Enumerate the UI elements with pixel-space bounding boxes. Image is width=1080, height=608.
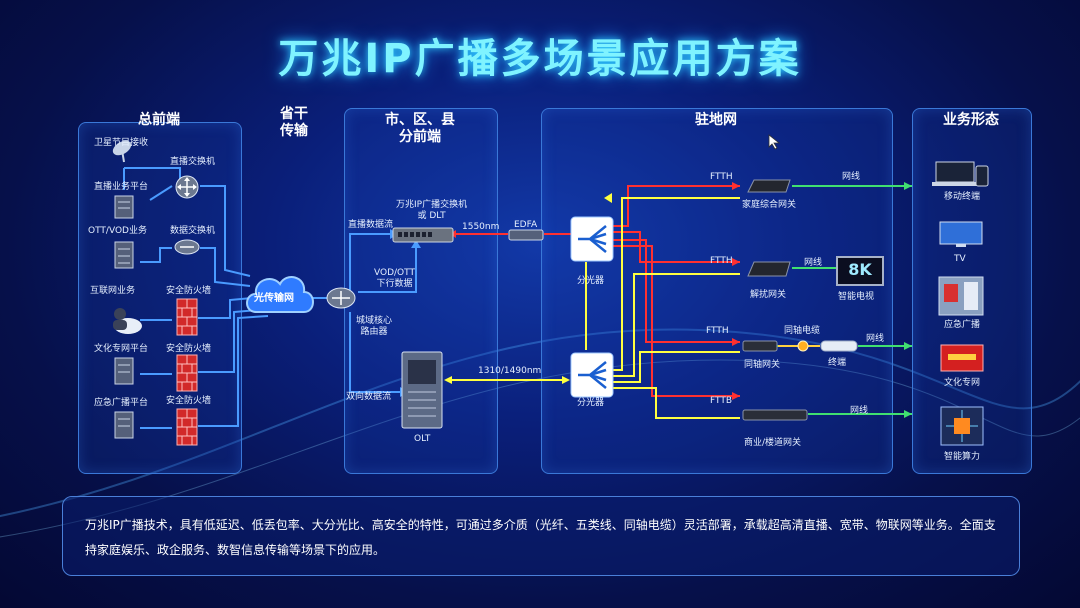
label-net-4: 网线 (850, 406, 868, 417)
emergency-broadcast-icon (938, 276, 984, 316)
label-data-switch: 数据交换机 (170, 226, 215, 237)
server-icon (112, 240, 140, 270)
ip-broadcast-switch-icon (392, 226, 454, 244)
label-emergency-platform: 应急广播平台 (94, 398, 148, 409)
label-coax-cable: 同轴电缆 (784, 326, 820, 337)
label-decoder-gateway: 解扰网关 (750, 290, 786, 301)
mouse-cursor-icon (768, 134, 782, 150)
label-ott: OTT/VOD业务 (88, 226, 147, 237)
label-ftth-1: FTTH (710, 172, 733, 183)
label-service-mobile: 移动终端 (944, 192, 980, 203)
description-text: 万兆IP广播技术，具有低延迟、低丢包率、大分光比、高安全的特性，可通过多介质（光… (85, 513, 999, 563)
label-fttb: FTTB (710, 396, 732, 407)
business-gateway-icon (742, 408, 808, 422)
label-live-platform: 直播业务平台 (94, 182, 148, 193)
label-vod: VOD/OTT 下行数据 (374, 268, 415, 290)
label-satellite: 卫星节目接收 (94, 138, 148, 149)
label-ftth-3: FTTH (706, 326, 729, 337)
ai-computing-icon (940, 406, 984, 446)
label-service-ai: 智能算力 (944, 452, 980, 463)
label-coax-gateway: 同轴网关 (744, 360, 780, 371)
label-service-emergency: 应急广播 (944, 320, 980, 331)
label-home-gateway: 家庭综合网关 (742, 200, 796, 211)
label-splitter-2: 分光器 (577, 398, 604, 409)
firewall-icon (176, 408, 198, 446)
olt-device-icon (400, 350, 444, 430)
label-live-stream: 直播数据流 (348, 220, 393, 231)
label-cloud: 光传输网 (254, 293, 294, 304)
label-culture: 文化专网平台 (94, 344, 148, 355)
server-icon (112, 194, 140, 220)
description-box: 万兆IP广播技术，具有低延迟、低丢包率、大分光比、高安全的特性，可通过多介质（光… (62, 496, 1020, 576)
firewall-icon (176, 354, 198, 392)
label-business-gateway: 商业/楼道网关 (744, 438, 801, 449)
label-splitter-1: 分光器 (577, 276, 604, 287)
label-internet: 互联网业务 (90, 286, 135, 297)
label-olt: OLT (414, 434, 430, 445)
optical-splitter-icon (570, 216, 614, 262)
label-net-3: 网线 (866, 334, 884, 345)
label-ip-switch: 万兆IP广播交换机 或 DLT (396, 200, 467, 222)
live-switch-icon (174, 174, 200, 200)
smart-tv-icon: 8K (836, 256, 884, 286)
label-terminal: 终端 (828, 358, 846, 369)
edfa-amplifier-icon (508, 229, 544, 241)
label-core-router: 城域核心 路由器 (356, 316, 392, 338)
label-smart-tv: 智能电视 (838, 292, 874, 303)
server-icon (112, 410, 140, 440)
core-router-icon (326, 286, 356, 310)
label-ftth-2: FTTH (710, 256, 733, 267)
label-firewall-1: 安全防火墙 (166, 286, 211, 297)
label-firewall-3: 安全防火墙 (166, 396, 211, 407)
label-net-2: 网线 (804, 258, 822, 269)
coax-gateway-icon (742, 338, 778, 354)
decoder-gateway-icon (746, 258, 792, 280)
culture-network-icon (940, 344, 984, 372)
home-gateway-icon (746, 176, 792, 196)
optical-splitter-icon (570, 352, 614, 398)
firewall-icon (176, 298, 198, 336)
badge-8k: 8K (838, 260, 882, 279)
tv-icon (938, 220, 984, 248)
label-service-culture: 文化专网 (944, 378, 980, 389)
label-live-switch: 直播交换机 (170, 157, 215, 168)
server-icon (112, 356, 140, 386)
label-wavelength-1310: 1310/1490nm (478, 366, 541, 377)
label-service-tv: TV (954, 254, 966, 265)
mobile-terminal-icon (932, 160, 992, 188)
data-switch-icon (174, 238, 200, 256)
label-bidirectional: 双向数据流 (346, 392, 391, 403)
terminal-icon (820, 338, 858, 354)
user-cloud-icon (108, 302, 144, 336)
label-net-1: 网线 (842, 172, 860, 183)
label-wavelength-1550: 1550nm (462, 222, 499, 233)
coax-connector-icon (794, 338, 812, 354)
